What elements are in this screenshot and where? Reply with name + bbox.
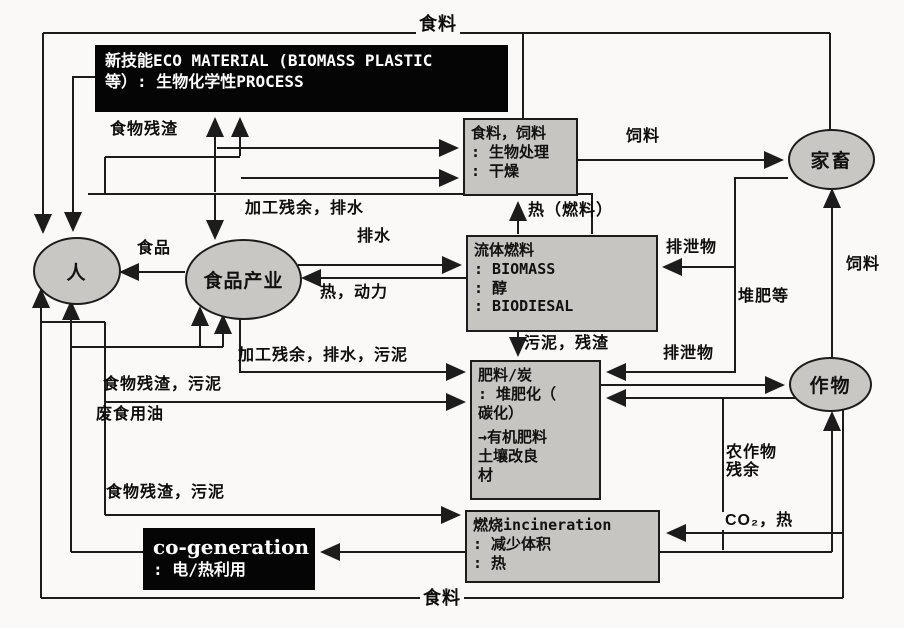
edge-label-food-top: 食料 [416, 14, 460, 35]
fertilizer-line: →有机肥料 [478, 428, 548, 447]
fluid-fuel-line: : BIOMASS [474, 259, 556, 278]
edge-label-compost-etc: 堆肥等 [738, 288, 790, 305]
fluid-fuel-line: 流体燃料 [474, 241, 535, 259]
edge-label-crop-residue: 农作物 残余 [726, 444, 778, 480]
edge-label-excrement-upper: 排泄物 [666, 239, 718, 256]
fluid-fuel-box: 流体燃料 : BIOMASS : 醇 : BIODIESAL [466, 235, 658, 332]
incineration-line: : 热 [473, 553, 507, 572]
edge-label-waste-cooking-oil: 废食用油 [96, 406, 165, 423]
edge-label-drainage: 排水 [357, 228, 392, 245]
edge-label-food-residue-top: 食物残渣 [110, 121, 179, 138]
edge-label-food-residue-sludge-mid: 食物残渣，污泥 [103, 376, 223, 393]
cogeneration-subtitle: : 电/热利用 [153, 560, 246, 579]
edge-label-processing-residue-drainage-sludge: 加工残余，排水，污泥 [238, 347, 409, 364]
feed-box: 食料，饲料 : 生物处理 : 干燥 [463, 118, 578, 196]
edge-label-feed-from-crops: 饲料 [843, 256, 884, 275]
edge-label-food-to-person: 食品 [137, 240, 172, 257]
eco-material-line2: 等）: 生物化学性PROCESS [105, 71, 304, 91]
fertilizer-line: 土壤改良 [478, 447, 539, 465]
fertilizer-line: 材 [478, 465, 494, 484]
fertilizer-box: 肥料/炭 : 堆肥化（ 碳化） →有机肥料 土壤改良 材 [470, 360, 601, 500]
edge-label-heat-fuel: 热（燃料） [528, 202, 614, 219]
fluid-fuel-line: : 醇 [474, 278, 508, 297]
incineration-line: 燃烧incineration [473, 516, 612, 534]
node-crops: 作物 [789, 357, 872, 412]
node-food-industry: 食品产业 [185, 239, 302, 320]
node-person: 人 [33, 237, 121, 305]
edge-label-food-bottom: 食料 [420, 588, 464, 609]
node-person-label: 人 [66, 262, 88, 284]
edge-label-heat-power: 热，动力 [320, 284, 389, 301]
cogeneration-box: co-generation : 电/热利用 [143, 528, 315, 590]
eco-material-line1: 新技能ECO MATERIAL (BIOMASS PLASTIC [105, 51, 433, 70]
edge-label-feed-to-livestock: 饲料 [626, 128, 661, 145]
feed-box-line: 食料，饲料 [471, 124, 547, 142]
fertilizer-line: 碳化） [478, 403, 524, 422]
cogeneration-title: co-generation [153, 535, 310, 559]
node-crops-label: 作物 [809, 376, 852, 397]
incineration-box: 燃烧incineration : 减少体积 : 热 [465, 510, 660, 583]
edge-label-sludge-residue: 污泥，残渣 [524, 335, 610, 352]
feed-box-line: : 生物处理 [471, 142, 550, 161]
edge-label-food-residue-sludge-bottom: 食物残渣，污泥 [106, 484, 226, 501]
feed-box-line: : 干燥 [471, 161, 520, 180]
eco-material-box: 新技能ECO MATERIAL (BIOMASS PLASTIC 等）: 生物化… [95, 45, 508, 112]
node-livestock: 家畜 [788, 129, 875, 190]
incineration-line: : 减少体积 [473, 534, 552, 553]
fertilizer-line: : 堆肥化（ [478, 384, 557, 403]
edge-label-co2-heat: CO₂，热 [722, 512, 797, 531]
edge-label-processing-residue-drainage: 加工残余，排水 [245, 200, 365, 217]
edge-label-excrement-lower: 排泄物 [663, 345, 715, 362]
fluid-fuel-line: : BIODIESAL [474, 297, 574, 316]
node-food-industry-label: 食品产业 [203, 271, 284, 292]
fertilizer-line: 肥料/炭 [478, 366, 533, 384]
node-livestock-label: 家畜 [810, 151, 853, 172]
